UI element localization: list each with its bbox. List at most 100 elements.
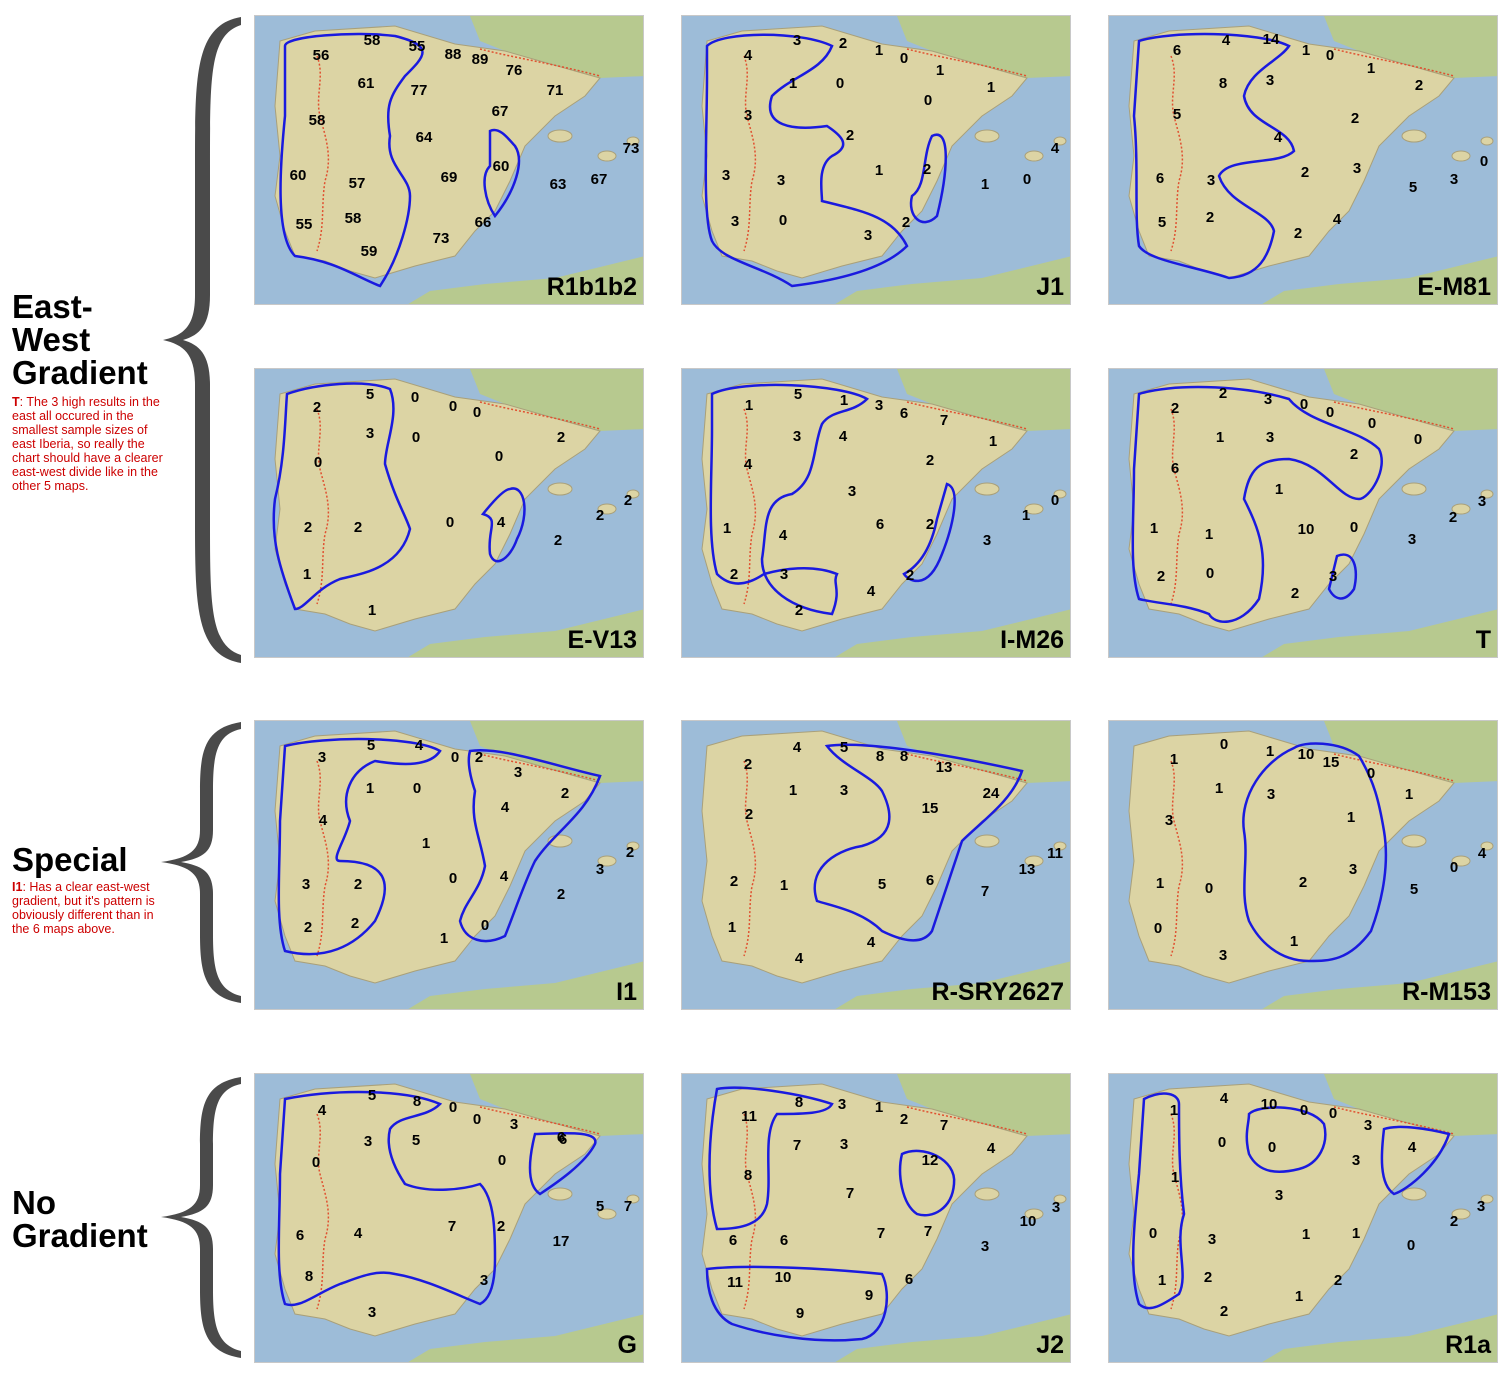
iberia-land — [1128, 1083, 1455, 1337]
frequency-value: 11 — [741, 1108, 757, 1125]
frequency-value: 1 — [366, 780, 374, 797]
frequency-value: 3 — [848, 483, 856, 500]
frequency-value: 0 — [1218, 1134, 1226, 1151]
iberia-land — [701, 378, 1028, 632]
pyrenees-border — [479, 401, 601, 430]
frequency-value: 1 — [1266, 743, 1274, 760]
frequency-value: 3 — [1219, 947, 1227, 964]
africa-land — [408, 1314, 643, 1362]
frequency-value: 1 — [936, 62, 944, 79]
france-land — [470, 369, 643, 431]
brace-east-west — [163, 17, 241, 663]
frequency-value: 2 — [1334, 1272, 1342, 1289]
frequency-value: 6 — [729, 1232, 737, 1249]
frequency-value: 2 — [1294, 225, 1302, 242]
frequency-value: 2 — [557, 429, 565, 446]
frequency-value: 8 — [1219, 75, 1227, 92]
frequency-value: 2 — [1415, 77, 1423, 94]
frequency-value: 6 — [876, 516, 884, 533]
frequency-value: 3 — [1478, 493, 1486, 510]
frequency-value: 1 — [422, 835, 430, 852]
frequency-value: 6 — [559, 1131, 567, 1148]
portugal-border — [1170, 408, 1184, 605]
iberia-land — [274, 730, 601, 984]
iberia-land — [1128, 378, 1455, 632]
frequency-value: 8 — [795, 1094, 803, 1111]
iberia-land — [274, 1083, 601, 1337]
frequency-value: 3 — [368, 1304, 376, 1321]
frequency-value: 0 — [449, 870, 457, 887]
frequency-value: 66 — [475, 214, 492, 231]
region-outline — [279, 32, 424, 288]
frequency-value: 6 — [557, 1129, 565, 1146]
island — [597, 1208, 617, 1220]
frequency-value: 1 — [780, 877, 788, 894]
frequency-value: 5 — [368, 1087, 376, 1104]
frequency-value: 0 — [449, 398, 457, 415]
frequency-value: 0 — [1414, 431, 1422, 448]
region-outline — [1327, 553, 1358, 600]
france-land — [897, 369, 1070, 431]
frequency-value: 0 — [498, 1152, 506, 1169]
note-east-west: T: The 3 high results in the east all oc… — [12, 395, 172, 493]
frequency-value: 11 — [1047, 845, 1063, 862]
map-title: R-SRY2627 — [931, 978, 1064, 1006]
frequency-value: 0 — [1329, 1105, 1337, 1122]
frequency-value: 0 — [473, 404, 481, 421]
frequency-value: 3 — [793, 428, 801, 445]
frequency-value: 8 — [305, 1268, 313, 1285]
frequency-value: 3 — [510, 1116, 518, 1133]
frequency-value: 0 — [1205, 880, 1213, 897]
island — [597, 503, 617, 515]
frequency-value: 1 — [1215, 780, 1223, 797]
frequency-value: 2 — [902, 214, 910, 231]
island — [1053, 136, 1067, 146]
frequency-value: 5 — [367, 737, 375, 754]
map-title: T — [1475, 626, 1491, 654]
region-outline — [458, 749, 602, 943]
frequency-value: 0 — [1154, 920, 1162, 937]
frequency-value: 1 — [1405, 786, 1413, 803]
island — [1401, 834, 1427, 848]
frequency-value: 1 — [789, 782, 797, 799]
africa-land — [408, 961, 643, 1009]
frequency-value: 11 — [727, 1274, 743, 1291]
france-land — [470, 721, 643, 783]
frequency-value: 0 — [1268, 1139, 1276, 1156]
frequency-value: 2 — [304, 919, 312, 936]
frequency-value: 2 — [1157, 568, 1165, 585]
frequency-value: 0 — [1326, 404, 1334, 421]
africa-land — [1262, 256, 1497, 304]
frequency-value: 60 — [493, 158, 510, 175]
frequency-value: 3 — [1264, 391, 1272, 408]
frequency-value: 3 — [318, 749, 326, 766]
frequency-value: 10 — [1261, 1096, 1278, 1113]
note-key-i1: I1 — [12, 880, 23, 894]
frequency-value: 8 — [900, 748, 908, 765]
frequency-value: 2 — [557, 886, 565, 903]
frequency-value: 4 — [744, 456, 753, 473]
frequency-value: 2 — [561, 785, 569, 802]
frequency-value: 0 — [1023, 171, 1031, 188]
frequency-value: 0 — [1368, 415, 1376, 432]
frequency-value: 1 — [728, 919, 736, 936]
frequency-value: 1 — [989, 433, 997, 450]
map-title: I1 — [616, 978, 637, 1006]
pyrenees-border — [906, 1106, 1028, 1135]
frequency-value: 61 — [358, 75, 375, 92]
frequency-value: 3 — [838, 1096, 846, 1113]
frequency-value: 1 — [1022, 507, 1030, 524]
frequency-value: 10 — [775, 1269, 792, 1286]
frequency-value: 4 — [497, 514, 506, 531]
map-title: E-M81 — [1417, 273, 1491, 301]
frequency-value: 7 — [624, 1198, 632, 1215]
region-outline — [813, 743, 1024, 942]
frequency-value: 7 — [981, 883, 989, 900]
africa-land — [408, 256, 643, 304]
frequency-value: 1 — [875, 1099, 883, 1116]
